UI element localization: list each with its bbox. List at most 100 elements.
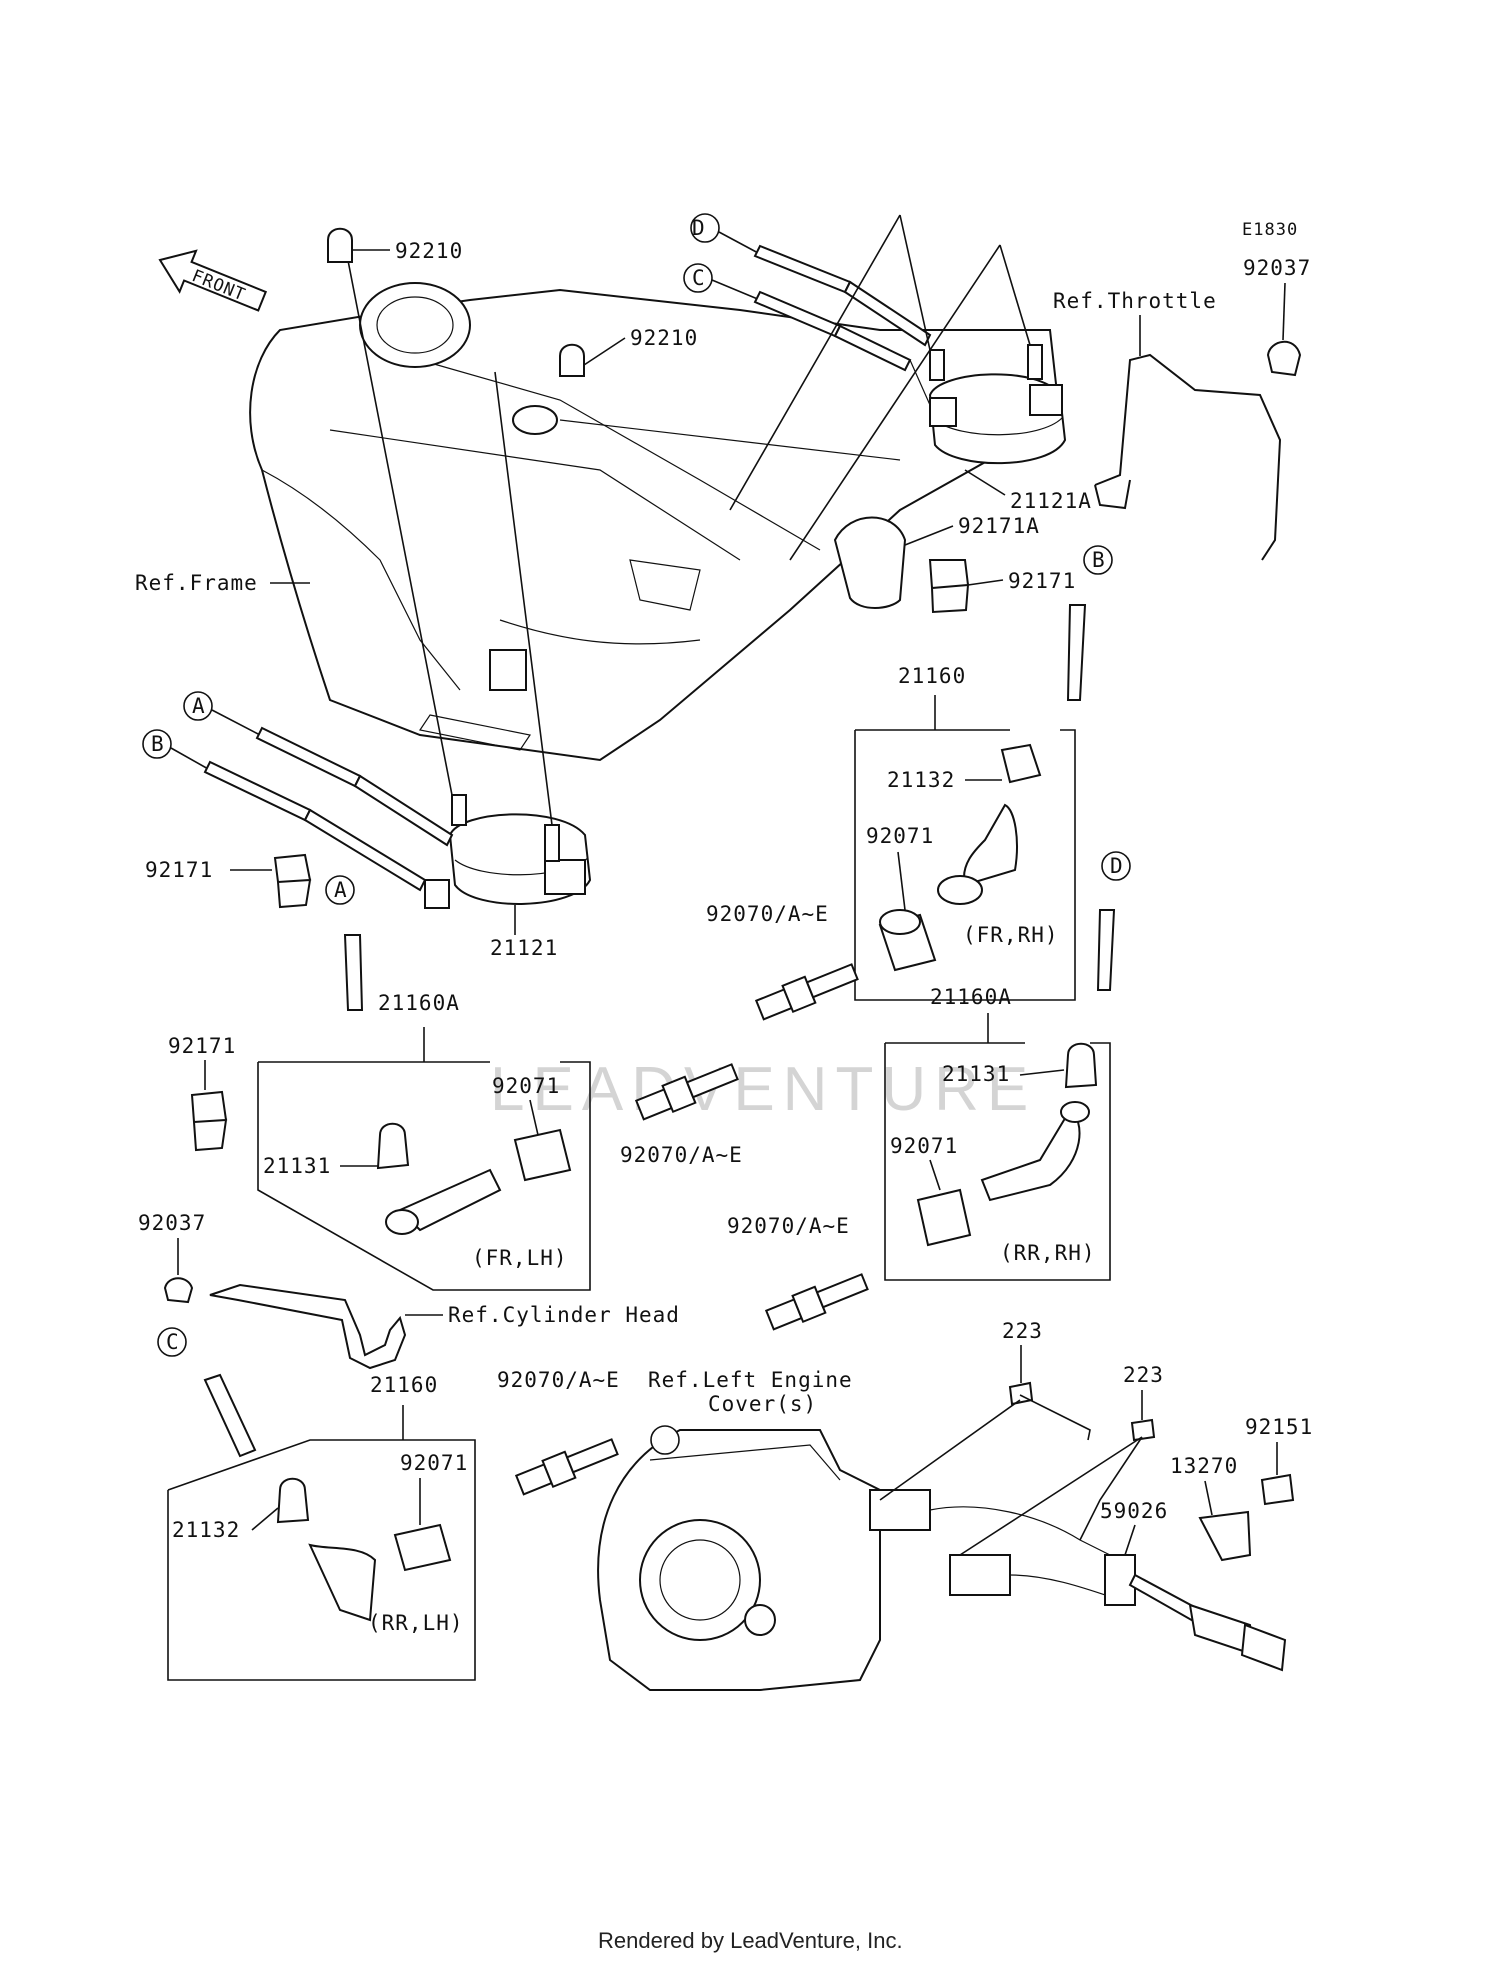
leader-92210-2	[583, 337, 626, 366]
callout-21121: 21121	[490, 936, 558, 960]
marker-a-2: A	[334, 878, 348, 902]
callout-21160a-rr-rh: 21160A	[930, 985, 1012, 1009]
bolt-92151	[1260, 1473, 1295, 1506]
cap-set-rr-rh	[884, 851, 1131, 1281]
callout-92071-rr-lh: 92071	[400, 1451, 468, 1475]
cap-set-fr-rh	[854, 545, 1113, 1001]
leader-92037-top	[1282, 282, 1286, 341]
leader-lines-pickup	[879, 1394, 1143, 1556]
diagram-code: E1830	[1242, 220, 1298, 240]
throttle-reference-cable	[1094, 353, 1282, 561]
leader-lines-rear-coil	[729, 214, 1031, 561]
leader-92071-fr-lh	[529, 1099, 539, 1136]
leader-92071-fr-rh	[897, 851, 906, 911]
ht-lead-a	[183, 691, 454, 847]
ref-throttle: Ref.Throttle	[1053, 289, 1217, 313]
callout-21121a: 21121A	[1010, 489, 1092, 513]
callout-21160-rr-lh: 21160	[370, 1373, 438, 1397]
bolt-92210-2	[559, 343, 585, 377]
callout-92171-c: 92171	[145, 858, 213, 882]
callout-92171-b: 92171	[1008, 569, 1076, 593]
leader-21121a	[964, 469, 1006, 496]
ignition-coil-front	[424, 794, 592, 909]
spark-plug-1	[754, 963, 859, 1021]
callout-92171a: 92171A	[958, 514, 1040, 538]
cap-set-rr-lh	[157, 1327, 476, 1681]
leader-lines-front-coil	[344, 244, 553, 826]
position-rr-lh: (RR,LH)	[368, 1611, 464, 1635]
callout-92037-top: 92037	[1243, 256, 1311, 280]
callout-21132-fr-rh: 21132	[887, 768, 955, 792]
marker-a-1: A	[192, 694, 206, 718]
ref-cylinder-head: Ref.Cylinder Head	[448, 1303, 680, 1327]
marker-c-1: C	[692, 266, 706, 290]
spark-plug-2	[634, 1063, 739, 1121]
callout-59026: 59026	[1100, 1499, 1168, 1523]
front-arrow-icon: FRONT	[158, 249, 268, 312]
leader-92071-rr-rh	[929, 1159, 941, 1191]
marker-b-1: B	[151, 732, 165, 756]
callout-92070-3: 92070/A~E	[727, 1214, 850, 1238]
callout-21131-fr-lh: 21131	[263, 1154, 331, 1178]
callout-92070-4: 92070/A~E	[497, 1368, 620, 1392]
screw-223-1	[1008, 1381, 1034, 1406]
callout-223-2: 223	[1123, 1363, 1164, 1387]
ref-frame: Ref.Frame	[135, 571, 258, 595]
callout-92171-d: 92171	[168, 1034, 236, 1058]
callout-21131-rr-rh: 21131	[942, 1062, 1010, 1086]
ref-engine-cover-line1: Ref.Left Engine	[648, 1368, 853, 1392]
ht-lead-b	[142, 729, 427, 892]
leader-13270	[1204, 1480, 1213, 1516]
leader-21132-rr-lh	[251, 1507, 279, 1531]
callout-92070-1: 92070/A~E	[706, 902, 829, 926]
position-fr-lh: (FR,LH)	[472, 1246, 568, 1270]
callout-92071-fr-lh: 92071	[492, 1074, 560, 1098]
leader-92171a	[904, 525, 954, 546]
clip-13270	[1198, 1510, 1252, 1562]
bolt-92210-1	[327, 227, 353, 263]
callout-21160a-fr-lh: 21160A	[378, 991, 460, 1015]
ht-lead-d	[690, 213, 932, 347]
pickup-coil-harness	[869, 1489, 1287, 1672]
callout-223-1: 223	[1002, 1319, 1043, 1343]
leader-21131-rr-rh	[1019, 1069, 1065, 1076]
spark-plug-3	[764, 1273, 869, 1331]
band-92037-top	[1266, 340, 1302, 377]
marker-b-2: B	[1092, 548, 1106, 572]
frame-illustration	[249, 282, 1062, 762]
ref-engine-cover-line2: Cover(s)	[708, 1392, 817, 1416]
leader-59026	[1124, 1524, 1136, 1556]
spark-plug-4	[514, 1438, 619, 1496]
marker-c-2: C	[166, 1330, 180, 1354]
left-engine-cover-illustration	[597, 1425, 881, 1691]
callout-92210-1: 92210	[395, 239, 463, 263]
ignition-coil-rear	[928, 344, 1067, 465]
callout-92071-fr-rh: 92071	[866, 824, 934, 848]
ht-lead-c	[683, 263, 931, 406]
cap-set-fr-lh	[257, 875, 591, 1291]
band-92037-left	[163, 1277, 194, 1304]
callout-13270: 13270	[1170, 1454, 1238, 1478]
position-rr-rh: (RR,RH)	[1000, 1241, 1096, 1265]
callout-92210-2: 92210	[630, 326, 698, 350]
callout-92151: 92151	[1245, 1415, 1313, 1439]
callout-92037-left: 92037	[138, 1211, 206, 1235]
callout-92070-2: 92070/A~E	[620, 1143, 743, 1167]
leader-92171-b	[967, 579, 1004, 586]
marker-d-1: D	[692, 216, 706, 240]
callout-21160-fr-rh: 21160	[898, 664, 966, 688]
cylinder-head-reference-bracket	[209, 1283, 407, 1370]
callout-92071-rr-rh: 92071	[890, 1134, 958, 1158]
clamp-92171-rear	[928, 559, 970, 614]
clamp-92171-left	[273, 853, 312, 909]
clamp-92171-lower	[190, 1090, 228, 1152]
screw-223-2	[1130, 1418, 1156, 1442]
clamp-92171a	[833, 516, 907, 609]
watermark: LEADVENTURE	[490, 1055, 1036, 1124]
marker-d-2: D	[1110, 854, 1124, 878]
position-fr-rh: (FR,RH)	[963, 923, 1059, 947]
footer-credit: Rendered by LeadVenture, Inc.	[598, 1928, 903, 1953]
callout-21132-rr-lh: 21132	[172, 1518, 240, 1542]
